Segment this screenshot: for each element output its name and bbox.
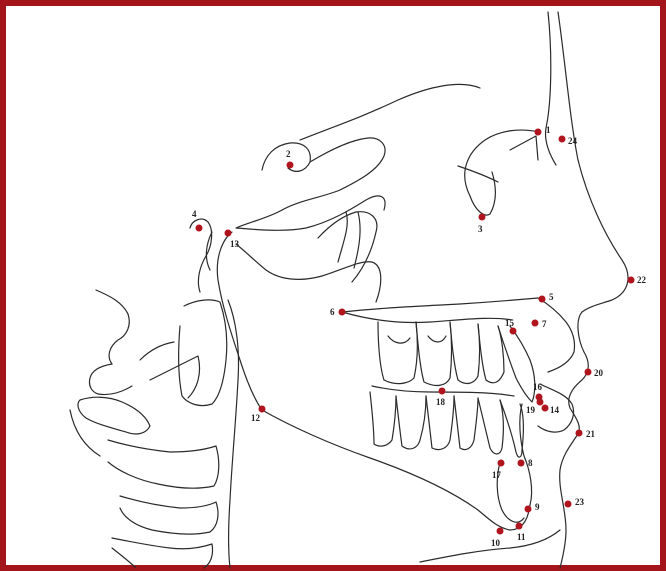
orbit-inner [458, 136, 538, 182]
svg-text:12: 12 [251, 413, 261, 423]
soft-tissue-nose-inner [545, 12, 556, 165]
cranial-base [262, 84, 480, 171]
mandible-lower-border [262, 410, 530, 530]
chin-soft [420, 530, 560, 562]
landmark-24: 24 [559, 136, 578, 147]
svg-text:6: 6 [330, 307, 335, 317]
svg-text:5: 5 [549, 292, 554, 302]
landmark-11: 11 [516, 523, 527, 543]
lower-teeth [370, 386, 523, 457]
landmark-17: 17 [492, 460, 505, 481]
svg-text:24: 24 [568, 136, 578, 146]
svg-text:7: 7 [542, 319, 547, 329]
landmark-12: 12 [251, 406, 266, 424]
svg-text:13: 13 [230, 239, 240, 249]
landmark-10: 10 [491, 528, 504, 549]
landmark-15: 15 [505, 318, 517, 335]
svg-text:8: 8 [528, 458, 533, 468]
landmark-7: 7 [532, 319, 548, 329]
landmark-1: 1 [535, 125, 552, 136]
svg-text:3: 3 [478, 224, 483, 234]
sella-turcica [282, 138, 385, 210]
ramus-posterior [217, 232, 262, 410]
soft-tissue-profile [558, 12, 628, 568]
symphysis-inner [497, 462, 524, 522]
cervical-vertebrae [70, 290, 227, 568]
landmark-21: 21 [576, 429, 596, 439]
svg-text:18: 18 [436, 397, 446, 407]
landmark-23: 23 [565, 497, 585, 508]
svg-text:10: 10 [491, 538, 501, 548]
landmark-2: 2 [286, 149, 294, 169]
svg-text:16: 16 [533, 382, 543, 392]
landmark-3: 3 [478, 214, 486, 235]
svg-text:11: 11 [517, 532, 526, 542]
svg-text:20: 20 [594, 368, 604, 378]
landmark-19: 19 [526, 399, 544, 416]
svg-text:23: 23 [575, 497, 585, 507]
skull-outline [70, 12, 628, 568]
upper-lip [538, 298, 575, 372]
svg-text:1: 1 [546, 125, 551, 135]
pharynx [206, 232, 238, 568]
ptm-fissure [338, 212, 360, 268]
palate-lower [342, 312, 512, 323]
landmark-16: 16 [533, 382, 543, 401]
svg-text:19: 19 [526, 405, 536, 415]
landmark-5: 5 [539, 292, 555, 303]
svg-text:14: 14 [550, 405, 560, 415]
svg-text:4: 4 [192, 209, 197, 219]
pterygoid-plate [236, 196, 385, 230]
svg-text:2: 2 [286, 149, 291, 159]
palatal-plane [342, 298, 538, 312]
svg-text:21: 21 [586, 429, 596, 439]
landmark-6: 6 [330, 307, 346, 317]
svg-text:15: 15 [505, 318, 515, 328]
landmark-20: 20 [585, 368, 604, 378]
landmark-14: 14 [542, 405, 560, 416]
landmark-22: 22 [628, 275, 647, 285]
landmark-9: 9 [525, 502, 541, 513]
svg-text:17: 17 [492, 470, 502, 480]
svg-text:9: 9 [535, 502, 540, 512]
svg-text:22: 22 [637, 275, 647, 285]
landmark-18: 18 [436, 388, 446, 408]
